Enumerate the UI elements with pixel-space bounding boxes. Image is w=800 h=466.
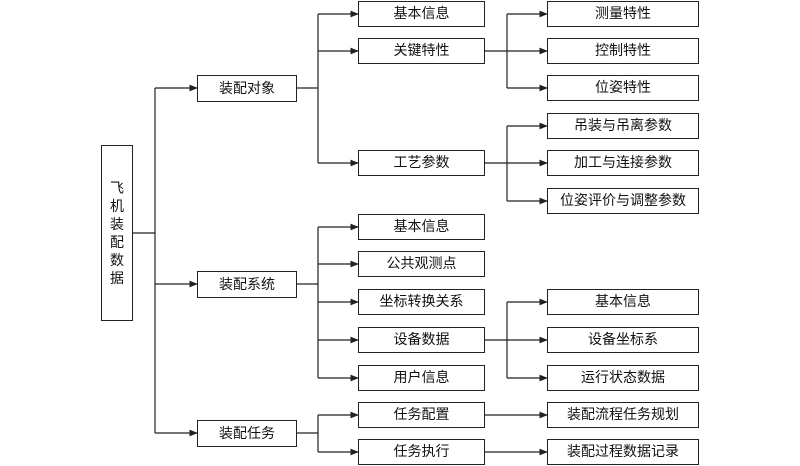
root-char: 飞	[110, 181, 124, 197]
node-task-execution: 任务执行	[358, 439, 485, 465]
node-task-config: 任务配置	[358, 402, 485, 428]
node-coord-transform: 坐标转换关系	[358, 289, 485, 315]
node-assembly-object: 装配对象	[197, 75, 297, 102]
root-char: 据	[110, 271, 124, 287]
root-char: 配	[110, 235, 124, 251]
node-assembly-system: 装配系统	[197, 271, 297, 298]
node-object-basic-info: 基本信息	[358, 1, 485, 27]
node-flow-planning: 装配流程任务规划	[547, 402, 699, 428]
node-pose-eval-params: 位姿评价与调整参数	[547, 188, 699, 214]
node-control-features: 控制特性	[547, 38, 699, 64]
root-aircraft-assembly-data: 飞 机 装 配 数 据	[101, 145, 133, 321]
node-user-info: 用户信息	[358, 365, 485, 391]
node-key-features: 关键特性	[358, 38, 485, 64]
root-char: 机	[110, 199, 124, 215]
node-machining-params: 加工与连接参数	[547, 150, 699, 176]
node-system-basic-info: 基本信息	[358, 214, 485, 240]
root-char: 数	[110, 253, 124, 269]
node-process-params: 工艺参数	[358, 150, 485, 176]
node-equipment-coord-system: 设备坐标系	[547, 327, 699, 353]
node-lifting-params: 吊装与吊离参数	[547, 113, 699, 139]
node-process-record: 装配过程数据记录	[547, 439, 699, 465]
node-measurement-features: 测量特性	[547, 1, 699, 27]
root-char: 装	[110, 217, 124, 233]
node-equipment-data: 设备数据	[358, 327, 485, 353]
node-common-points: 公共观测点	[358, 251, 485, 277]
node-assembly-task: 装配任务	[197, 420, 297, 447]
node-equipment-basic-info: 基本信息	[547, 289, 699, 315]
node-runtime-state: 运行状态数据	[547, 365, 699, 391]
node-pose-features: 位姿特性	[547, 75, 699, 101]
